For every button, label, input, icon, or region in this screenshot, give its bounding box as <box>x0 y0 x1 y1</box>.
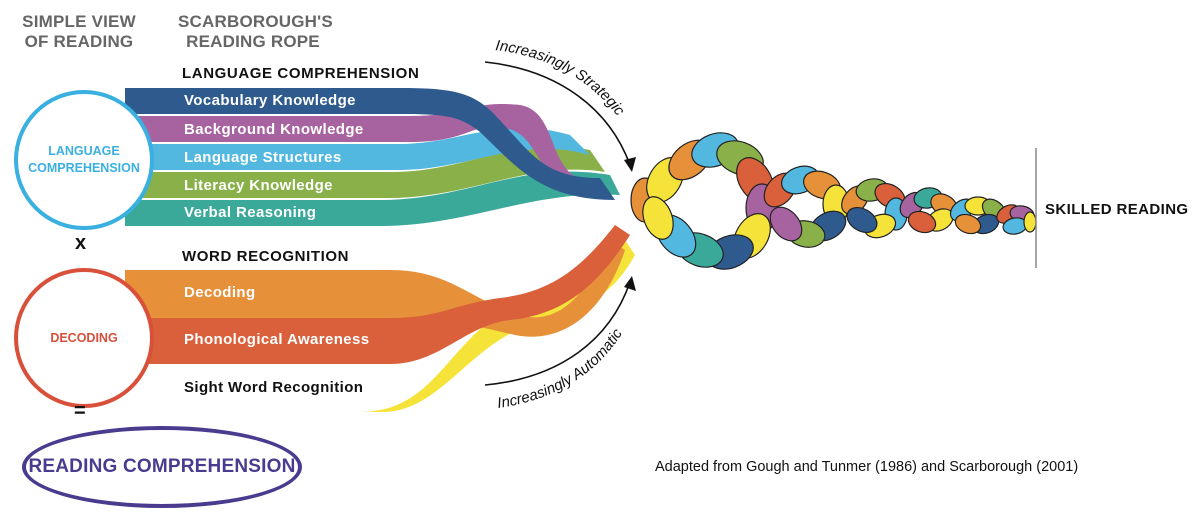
language-comprehension-title: LANGUAGE COMPREHENSION <box>182 65 420 82</box>
label-decoding: Decoding <box>184 284 256 301</box>
label-background-knowledge: Background Knowledge <box>184 121 364 138</box>
automatic-arrowhead <box>624 276 636 291</box>
strategic-arrowhead <box>624 157 636 172</box>
simple-view-header: SIMPLE VIEW OF READING <box>22 12 136 51</box>
label-sight-word-recognition: Sight Word Recognition <box>184 379 364 396</box>
skilled-reading-label: SKILLED READING <box>1045 201 1189 218</box>
multiply-operator: x <box>75 232 87 254</box>
label-verbal-reasoning: Verbal Reasoning <box>184 204 317 221</box>
decoding-circle: DECODING <box>14 268 154 408</box>
strand-language-structures <box>125 127 590 170</box>
label-vocabulary-knowledge: Vocabulary Knowledge <box>184 92 356 109</box>
strategic-arrow <box>484 61 631 166</box>
automatic-arrow <box>484 281 631 386</box>
equals-operator: = <box>74 400 86 422</box>
reading-rope-header: SCARBOROUGH'S READING ROPE <box>178 12 333 51</box>
label-literacy-knowledge: Literacy Knowledge <box>184 177 333 194</box>
source-credit: Adapted from Gough and Tunmer (1986) and… <box>655 459 1079 475</box>
braided-rope <box>630 132 1037 270</box>
strand-literacy-knowledge <box>125 146 605 198</box>
reading-comprehension-ellipse: READING COMPREHENSION <box>22 426 302 508</box>
label-phonological-awareness: Phonological Awareness <box>184 331 370 348</box>
language-comprehension-circle: LANGUAGE COMPREHENSION <box>14 90 154 230</box>
automatic-arrow-label: Increasingly Automatic <box>496 325 626 412</box>
label-language-structures: Language Structures <box>184 149 342 166</box>
strand-phonological-awareness <box>125 225 630 364</box>
word-recognition-title: WORD RECOGNITION <box>182 248 350 265</box>
strand-verbal-reasoning <box>125 171 620 226</box>
strand-vocabulary-knowledge <box>125 88 615 200</box>
